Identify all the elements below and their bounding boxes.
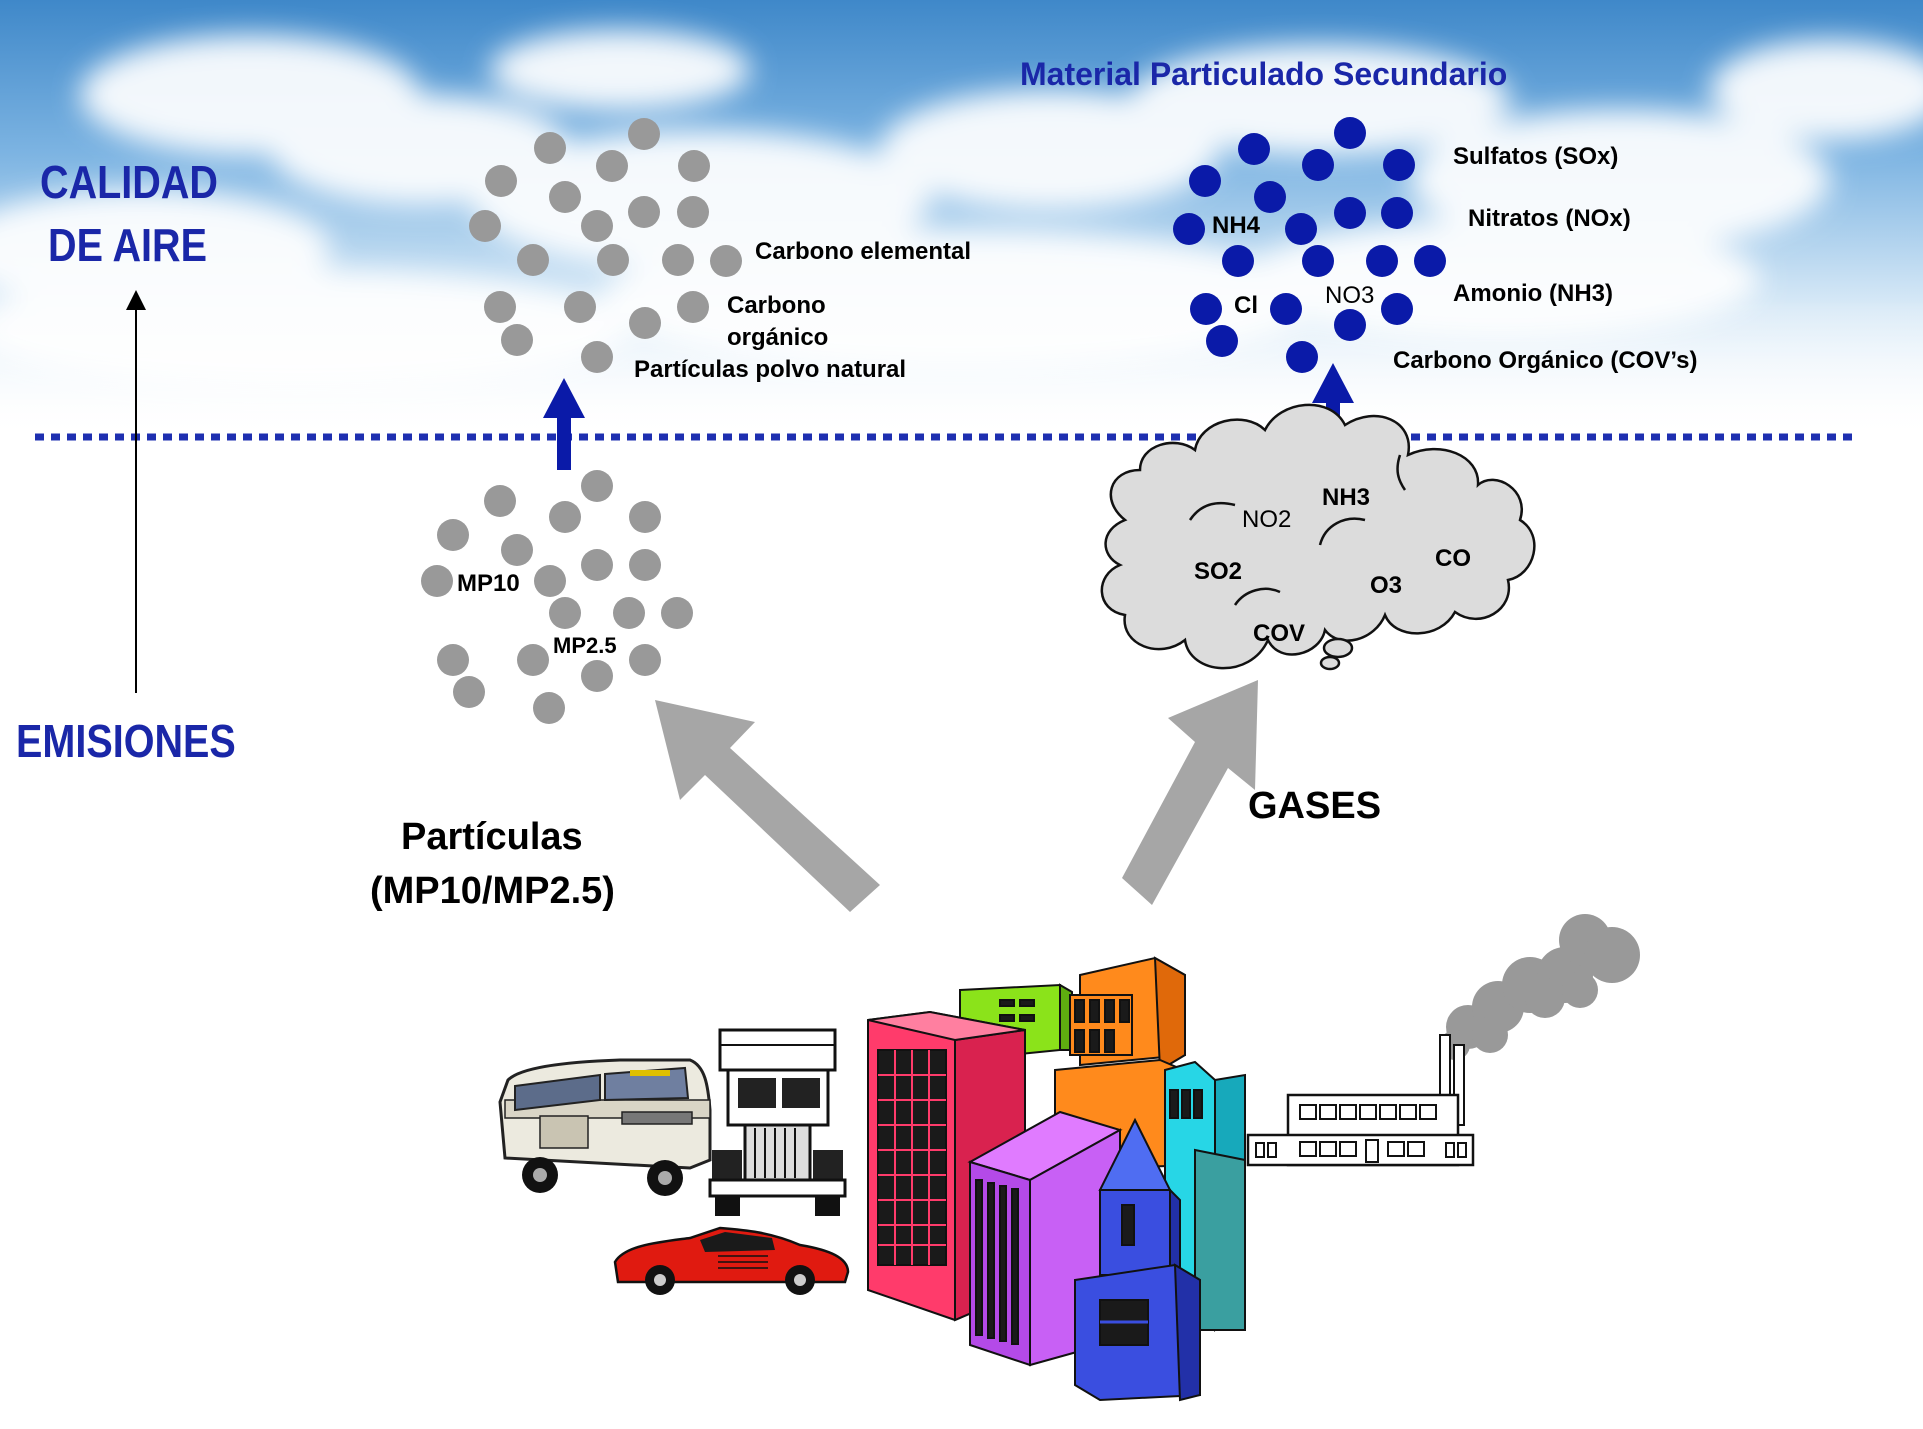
co-gas-label: CO — [1435, 545, 1471, 572]
sky-background — [0, 0, 1923, 440]
truck-icon — [708, 1028, 847, 1216]
carbono-organico-label-line2: orgánico — [727, 324, 829, 351]
nh4-label: NH4 — [1212, 212, 1261, 239]
so2-gas-label: SO2 — [1194, 558, 1243, 585]
calidad-de-aire-label-line1: CALIDAD — [40, 156, 219, 208]
no2-gas-label: NO2 — [1242, 506, 1292, 533]
cov-gas-label: COV — [1253, 620, 1306, 647]
city-buildings-icon — [867, 956, 1246, 1402]
particulas-caption-line2: (MP10/MP2.5) — [370, 870, 615, 912]
primary-aerosol-dots — [469, 118, 742, 373]
gas-cloud-icon — [1100, 403, 1536, 671]
o3-gas-label: O3 — [1370, 572, 1403, 599]
gray-arrow-icon-gases — [1122, 680, 1258, 905]
material-particulado-secundario-title: Material Particulado Secundario — [1020, 56, 1508, 92]
nh3-gas-label: NH3 — [1322, 484, 1371, 511]
mp10-label: MP10 — [457, 570, 520, 597]
amonio-label: Amonio (NH3) — [1453, 280, 1613, 307]
bus-icon — [498, 1058, 712, 1196]
no3-label: NO3 — [1325, 282, 1375, 309]
particulas-caption-line1: Partículas — [401, 816, 583, 858]
carbono-organico-label-line1: Carbono — [727, 292, 826, 319]
nitratos-label: Nitratos (NOx) — [1468, 205, 1631, 232]
cl-label: Cl — [1234, 292, 1258, 319]
emitted-particle-dots — [421, 470, 693, 724]
gases-caption: GASES — [1248, 785, 1382, 827]
blue-up-arrow-icon-left — [543, 378, 585, 470]
emisiones-label: EMISIONES — [16, 715, 236, 767]
factory-icon — [1246, 914, 1640, 1167]
carbono-elemental-label: Carbono elemental — [755, 238, 972, 265]
particulas-polvo-natural-label: Partículas polvo natural — [634, 356, 907, 383]
mp25-label: MP2.5 — [553, 633, 617, 658]
sulfatos-label: Sulfatos (SOx) — [1453, 143, 1619, 170]
gray-arrow-icon-particles — [655, 700, 880, 912]
secondary-particle-dots — [1173, 117, 1446, 373]
calidad-de-aire-label-line2: DE AIRE — [48, 219, 208, 271]
carbono-organico-covs-label: Carbono Orgánico (COV’s) — [1393, 347, 1698, 374]
car-icon — [613, 1226, 850, 1295]
